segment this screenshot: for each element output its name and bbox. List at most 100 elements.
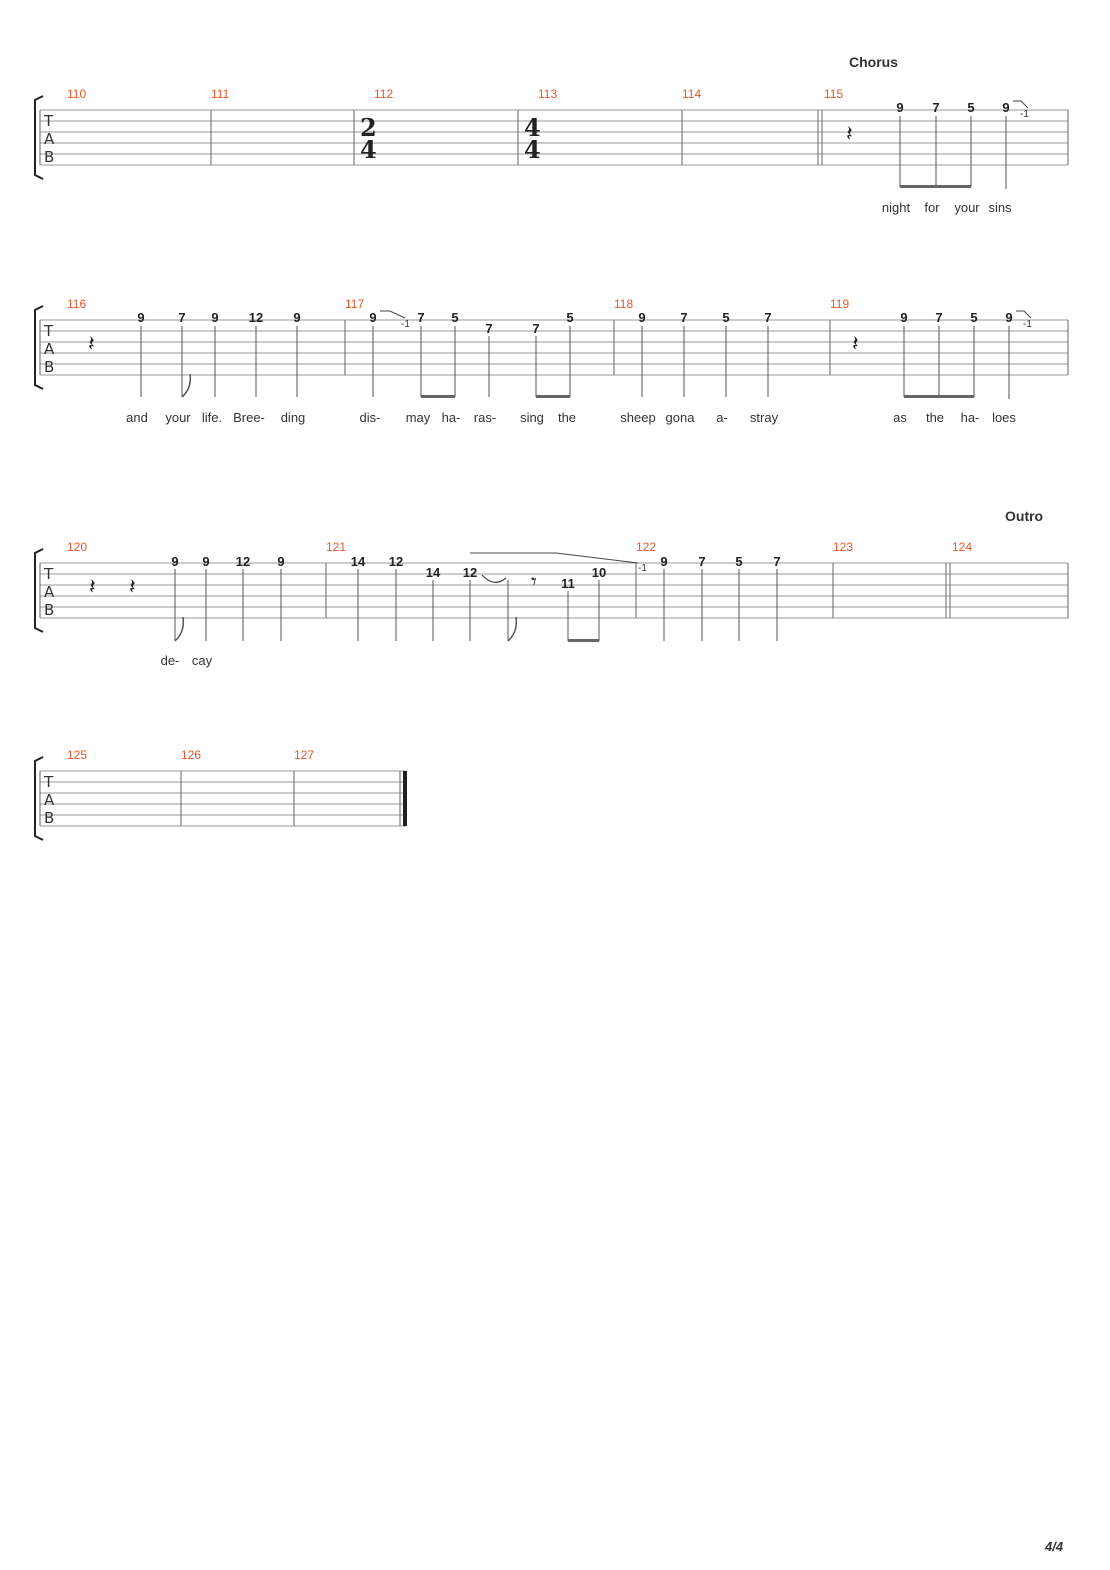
tab-clef: TAB bbox=[43, 565, 55, 619]
lyric-syllable: your bbox=[165, 410, 191, 425]
fret-number: 9 bbox=[277, 554, 284, 569]
lyric-syllable: as bbox=[893, 410, 907, 425]
fret-number: 7 bbox=[698, 554, 705, 569]
tab-clef: TAB bbox=[43, 322, 55, 376]
fret-number: 9 bbox=[638, 310, 645, 325]
measure-number: 125 bbox=[67, 748, 87, 762]
beam bbox=[904, 395, 974, 398]
fret-number: 12 bbox=[463, 565, 477, 580]
svg-text:4: 4 bbox=[360, 135, 377, 164]
fret-number: 7 bbox=[485, 321, 492, 336]
bend-value: -1 bbox=[1023, 319, 1032, 330]
system-1-bracket bbox=[34, 95, 44, 180]
fret-number: 5 bbox=[722, 310, 729, 325]
measure-number: 120 bbox=[67, 540, 87, 554]
fret-number: 9 bbox=[293, 310, 300, 325]
svg-text:A: A bbox=[44, 791, 55, 809]
tie bbox=[481, 574, 507, 583]
fret-number: 5 bbox=[967, 100, 974, 115]
system-2-bracket bbox=[34, 305, 44, 390]
system-2: TAB 116 117 118 119 𝄽 𝄽 bbox=[34, 297, 1069, 425]
eighth-flag bbox=[507, 616, 518, 642]
fret-number: 12 bbox=[249, 310, 263, 325]
system-2-barlines bbox=[344, 320, 1069, 375]
beam bbox=[536, 395, 570, 398]
svg-text:T: T bbox=[43, 112, 54, 130]
measure-number: 111 bbox=[211, 87, 230, 101]
eighth-flag bbox=[181, 373, 192, 398]
measure-number: 121 bbox=[326, 540, 346, 554]
lyric-syllable: the bbox=[926, 410, 944, 425]
lyric-syllable: sins bbox=[988, 200, 1012, 215]
fret-number: 7 bbox=[178, 310, 185, 325]
system-4-barlines bbox=[180, 771, 401, 826]
svg-text:4: 4 bbox=[524, 113, 541, 142]
system-3-staff-lines bbox=[40, 562, 1068, 619]
svg-text:B: B bbox=[44, 358, 54, 376]
fret-number: 5 bbox=[970, 310, 977, 325]
system-3-bracket bbox=[34, 548, 44, 633]
fret-numbers: 9 9 12 9 14 12 14 12 11 10 9 7 5 7 bbox=[171, 554, 780, 591]
eighth-flag bbox=[174, 616, 185, 642]
beam bbox=[568, 639, 599, 642]
fret-number: 9 bbox=[369, 310, 376, 325]
measure-number: 115 bbox=[824, 87, 843, 101]
bend-line bbox=[470, 552, 639, 564]
svg-text:A: A bbox=[44, 583, 55, 601]
fret-number: 9 bbox=[896, 100, 903, 115]
lyric-syllable: ha- bbox=[961, 410, 980, 425]
section-marker: Outro bbox=[1005, 508, 1043, 524]
lyric-syllable: cay bbox=[192, 653, 213, 668]
fret-number: 9 bbox=[1002, 100, 1009, 115]
lyric-syllable: and bbox=[126, 410, 148, 425]
lyric-syllable: de- bbox=[161, 653, 180, 668]
lyric-syllable: ha- bbox=[442, 410, 461, 425]
system-1: TAB 110 111 112 113 114 115 Chorus 2 4 4… bbox=[34, 54, 1069, 215]
measure-number: 127 bbox=[294, 748, 314, 762]
tab-clef: TAB bbox=[43, 773, 55, 827]
measure-number: 112 bbox=[374, 87, 393, 101]
fret-number: 7 bbox=[532, 321, 539, 336]
fret-number: 5 bbox=[566, 310, 573, 325]
bend-arrow bbox=[380, 310, 406, 319]
measure-numbers: 125 126 127 bbox=[67, 748, 314, 762]
bend-value: -1 bbox=[1020, 109, 1029, 120]
lyric-syllable: loes bbox=[992, 410, 1016, 425]
measure-number: 114 bbox=[682, 87, 701, 101]
fret-number: 9 bbox=[1005, 310, 1012, 325]
quarter-rest: 𝄽 bbox=[852, 332, 859, 357]
fret-number: 9 bbox=[171, 554, 178, 569]
svg-text:B: B bbox=[44, 809, 54, 827]
bend-arrow bbox=[1013, 100, 1029, 109]
system-4: TAB 125 126 127 bbox=[34, 748, 407, 841]
fret-number: 12 bbox=[389, 554, 403, 569]
fret-number: 12 bbox=[236, 554, 250, 569]
system-3: TAB 120 121 122 123 124 Outro 𝄽 𝄽 𝄾 bbox=[34, 508, 1069, 668]
system-4-bracket bbox=[34, 756, 44, 841]
fret-number: 9 bbox=[900, 310, 907, 325]
fret-numbers: 9 7 5 9 bbox=[896, 100, 1009, 115]
bend-value: -1 bbox=[638, 563, 647, 574]
lyric-syllable: a- bbox=[716, 410, 728, 425]
time-signature: 4 4 bbox=[524, 113, 541, 164]
fret-number: 10 bbox=[592, 565, 606, 580]
measure-number: 122 bbox=[636, 540, 656, 554]
quarter-rest: 𝄽 bbox=[846, 122, 853, 147]
svg-text:B: B bbox=[44, 148, 54, 166]
lyric-syllable: ding bbox=[281, 410, 306, 425]
lyrics: night for your sins bbox=[882, 200, 1012, 215]
tab-clef: TAB bbox=[43, 112, 55, 166]
svg-text:4: 4 bbox=[524, 135, 541, 164]
section-marker: Chorus bbox=[849, 54, 898, 70]
svg-text:2: 2 bbox=[360, 113, 377, 142]
system-4-staff-lines bbox=[40, 770, 406, 827]
measure-number: 126 bbox=[181, 748, 201, 762]
system-1-staff-lines bbox=[40, 109, 1068, 166]
svg-text:T: T bbox=[43, 773, 54, 791]
lyric-syllable: your bbox=[954, 200, 980, 215]
svg-text:B: B bbox=[44, 601, 54, 619]
lyric-syllable: dis- bbox=[360, 410, 381, 425]
page-number: 4/4 bbox=[1044, 1539, 1064, 1554]
fret-number: 9 bbox=[211, 310, 218, 325]
